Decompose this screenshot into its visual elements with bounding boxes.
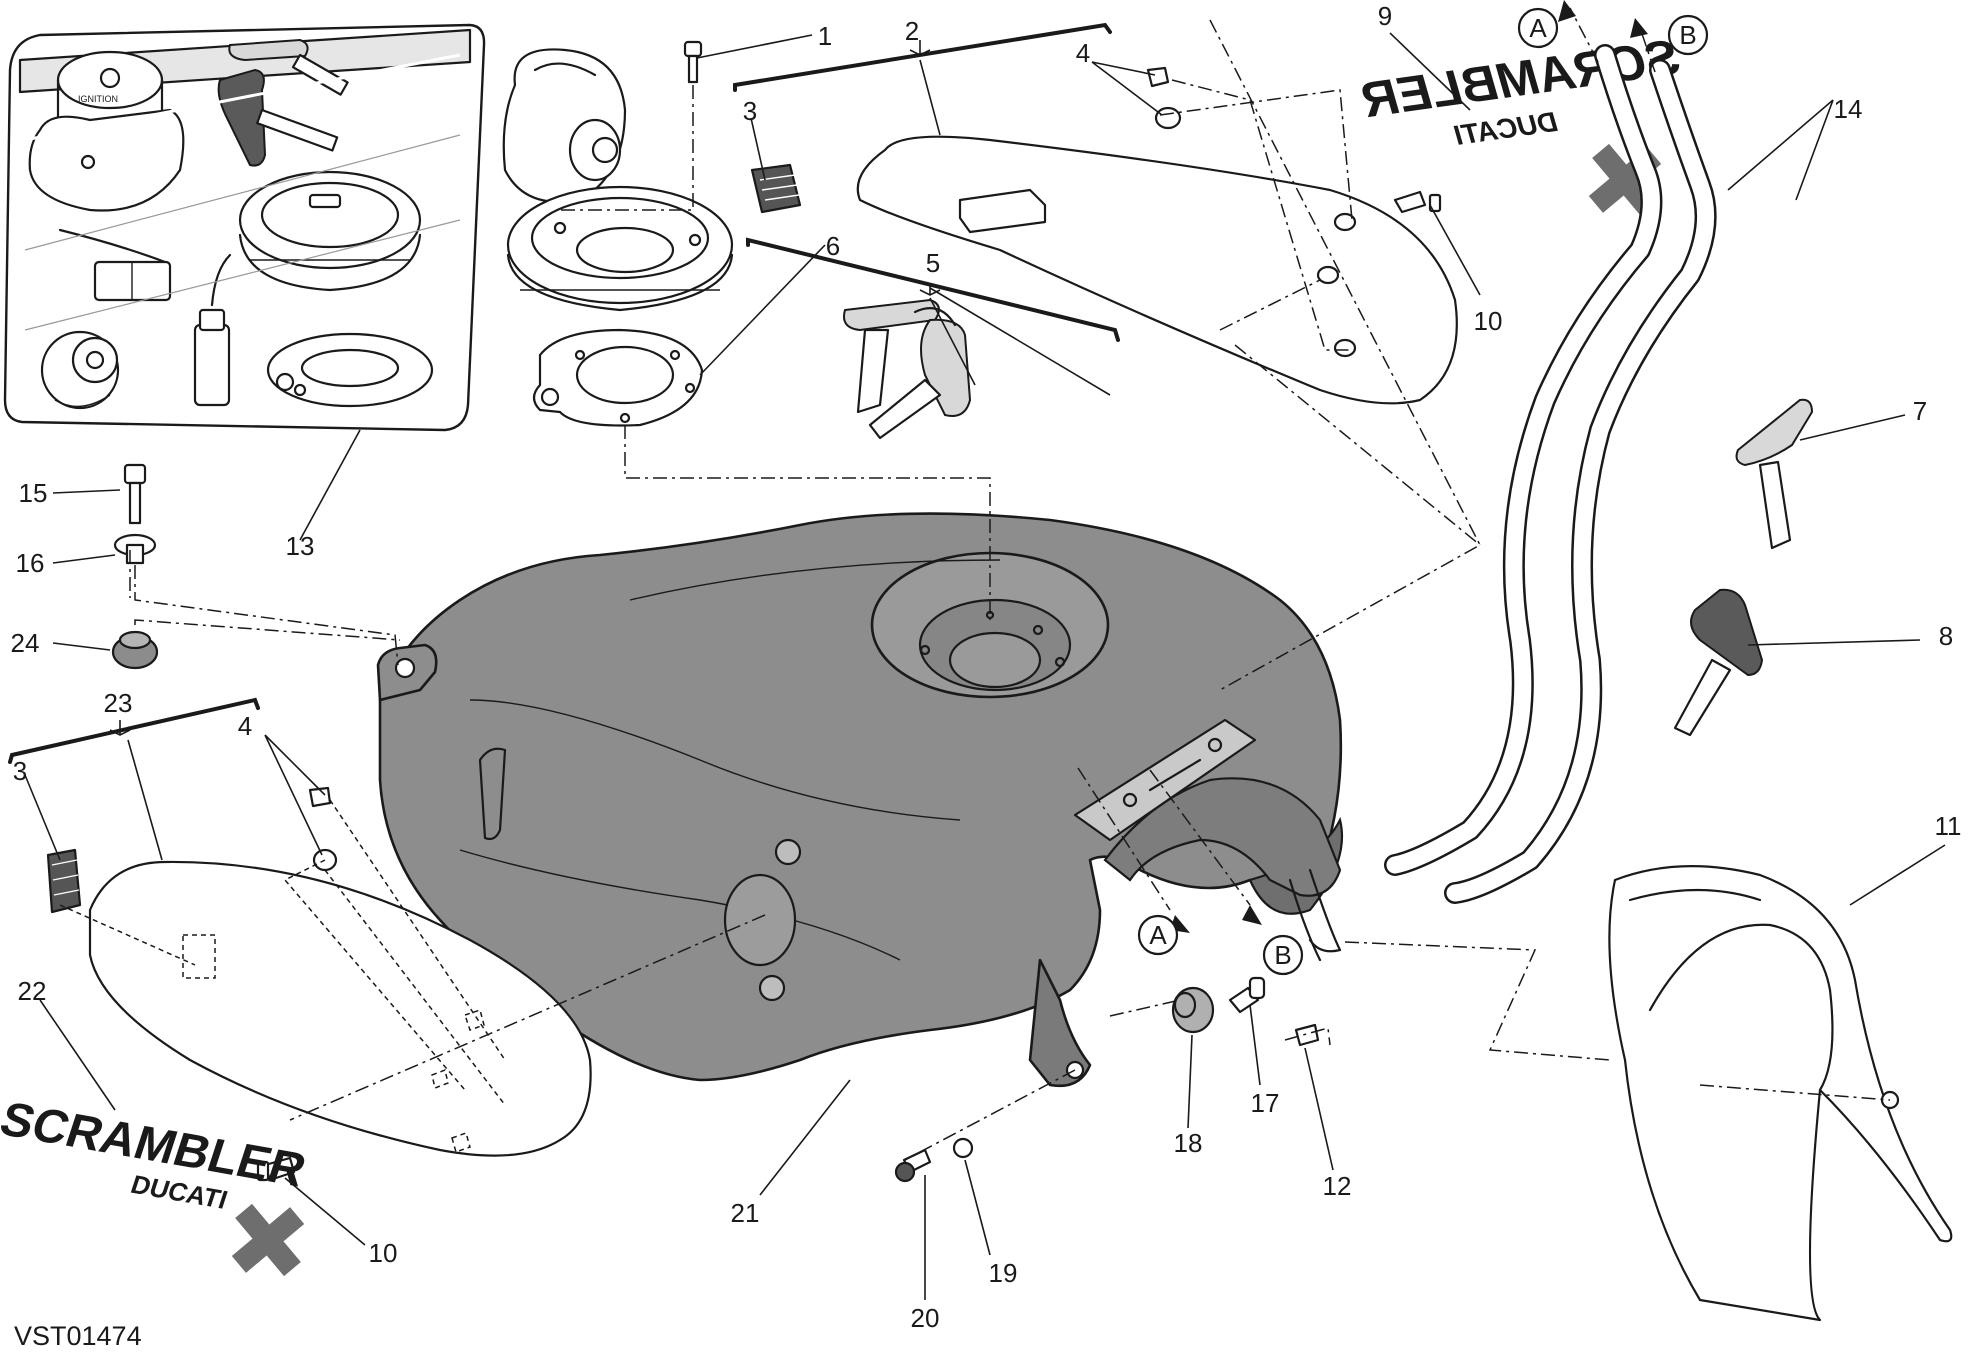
inset-lock-cylinder-drawing (40, 330, 120, 410)
leader-lines (24, 32, 1946, 1300)
callout-3: 3 (743, 96, 757, 126)
callout-19: 19 (989, 1258, 1018, 1288)
right-side-panel-drawing (750, 66, 1458, 405)
inset-connector-drawing (58, 228, 172, 302)
callout-6: 6 (826, 231, 840, 261)
callout-24: 24 (11, 628, 40, 658)
rear-mount-hardware (894, 976, 1320, 1183)
callout-7: 7 (1913, 396, 1927, 426)
callout-2: 2 (905, 16, 919, 46)
rear-cover-drawing (1608, 865, 1953, 1322)
key-pair-drawing (843, 298, 972, 440)
callout-12: 12 (1323, 1171, 1352, 1201)
callout-10-left: 10 (369, 1238, 398, 1268)
scrambler-decal-left: SCRAMBLER DUCATI (0, 1092, 312, 1277)
callout-20: 20 (911, 1303, 940, 1333)
key-8-drawing (1673, 588, 1764, 737)
callout-9: 9 (1378, 1, 1392, 31)
callout-11: 11 (1935, 811, 1962, 841)
inset-filler-cap-drawing (238, 170, 422, 292)
inset-plug-drawing (193, 253, 232, 407)
screw-drawing (683, 40, 703, 84)
diagram-reference-code: VST01474 (14, 1321, 142, 1351)
callout-numbers: 1 2 3 4 5 6 7 8 9 10 11 12 13 14 15 16 1… (11, 1, 1962, 1333)
callout-16: 16 (16, 548, 45, 578)
inset-ring-drawing (266, 332, 434, 408)
assembly-lines (59, 19, 1891, 1161)
left-side-panel-drawing (46, 786, 592, 1182)
callout-1: 1 (818, 21, 832, 51)
marker-b-tank: B (1274, 940, 1291, 970)
grommet-drawing (111, 630, 159, 670)
fuel-tank-drawing (376, 512, 1344, 1088)
flow-arrows-top (1558, 0, 1656, 73)
flow-markers: A B A B (1137, 7, 1709, 976)
callout-15: 15 (19, 478, 48, 508)
marker-a-top: A (1529, 13, 1547, 43)
gasket-plate-drawing (532, 328, 704, 427)
callout-23: 23 (104, 688, 133, 718)
callout-10-right: 10 (1474, 306, 1503, 336)
decal-cross-left (231, 1203, 305, 1277)
marker-b-top: B (1679, 20, 1696, 50)
callout-21: 21 (731, 1198, 760, 1228)
breather-hoses-drawing (1384, 44, 1717, 904)
filler-cap-assembly (502, 40, 734, 427)
ignition-kit-inset: IGNITION (3, 23, 486, 432)
callout-5: 5 (926, 248, 940, 278)
ignition-switch-drawing: IGNITION (28, 50, 185, 212)
callout-13: 13 (286, 531, 315, 561)
callout-8: 8 (1939, 621, 1953, 651)
callout-22: 22 (18, 976, 47, 1006)
ignition-label: IGNITION (78, 94, 118, 104)
key-7-drawing (1735, 398, 1814, 550)
marker-a-tank: A (1149, 920, 1167, 950)
callout-14: 14 (1834, 94, 1863, 124)
callout-3-left: 3 (13, 756, 27, 786)
callout-17: 17 (1251, 1088, 1280, 1118)
callout-18: 18 (1174, 1128, 1203, 1158)
inset-key-drawing (217, 38, 349, 167)
callout-4-left: 4 (238, 711, 252, 741)
mount-bolt-drawing (113, 463, 157, 565)
callout-4: 4 (1076, 38, 1090, 68)
